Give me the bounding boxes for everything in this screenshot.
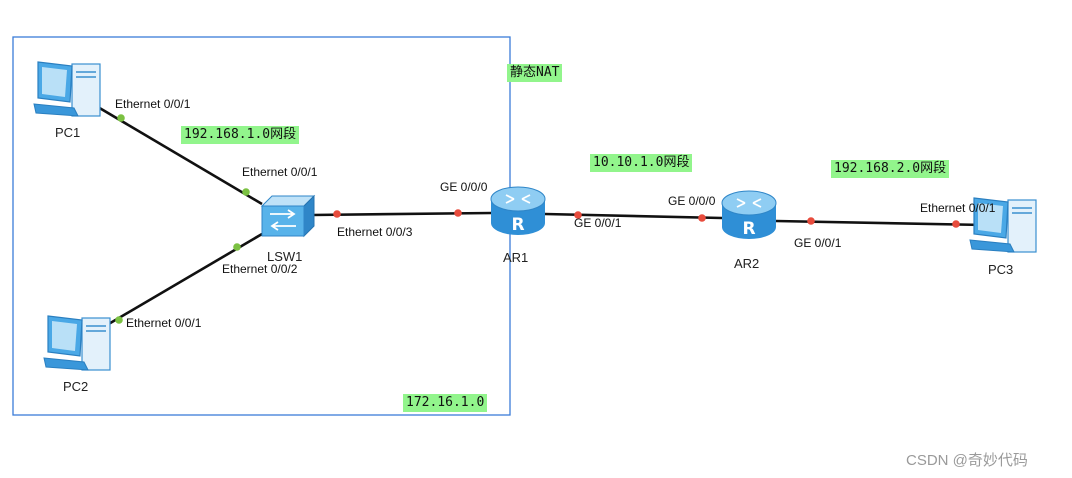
pc2-device[interactable]	[42, 312, 114, 374]
svg-text:R: R	[742, 219, 755, 239]
pc3-label: PC3	[988, 262, 1014, 277]
inside-subnet-tag: 172.16.1.0	[403, 394, 488, 412]
pc1-eth-label: Ethernet 0/0/1	[115, 97, 191, 111]
ar2-ge1-label: GE 0/0/1	[794, 236, 842, 250]
lan1-subnet-tag: 192.168.1.0网段	[181, 126, 300, 144]
pc1-device[interactable]	[32, 58, 104, 120]
port-pc3-eth	[952, 220, 960, 228]
switch-icon	[260, 194, 316, 238]
lsw1-eth3-label: Ethernet 0/0/3	[337, 225, 413, 239]
ar2-ge0-label: GE 0/0/0	[668, 194, 716, 208]
link-pc2-lsw1	[94, 232, 263, 334]
lsw1-device[interactable]	[258, 194, 316, 238]
csdn-watermark: CSDN @奇妙代码	[906, 452, 1028, 469]
pc-icon	[969, 197, 1037, 253]
router-icon: R	[490, 186, 546, 235]
wan-subnet-tag: 10.10.1.0网段	[590, 154, 693, 172]
ar2-label: AR2	[734, 256, 760, 271]
pc3-eth-label: Ethernet 0/0/1	[920, 201, 996, 215]
pc2-label: PC2	[63, 379, 89, 394]
pc3-device[interactable]	[968, 194, 1040, 256]
port-ar1-ge0	[454, 209, 462, 217]
port-pc2-eth	[115, 316, 123, 324]
pc-icon	[43, 315, 111, 371]
port-lsw1-eth2	[233, 243, 241, 251]
svg-text:R: R	[511, 215, 524, 235]
lsw1-eth2-label: Ethernet 0/0/2	[222, 262, 298, 276]
ar1-device[interactable]: R	[488, 185, 548, 239]
port-ar2-ge1	[807, 217, 815, 225]
router-icon: R	[721, 190, 777, 239]
link-lsw1-ar1	[311, 211, 493, 217]
static-nat-tag: 静态NAT	[507, 64, 563, 82]
lsw1-label: LSW1	[267, 249, 303, 264]
pc1-label: PC1	[55, 125, 81, 140]
ar1-ge0-label: GE 0/0/0	[440, 180, 488, 194]
link-ar1-ar2	[544, 212, 723, 220]
link-pc1-lsw1	[85, 98, 263, 206]
lsw1-eth1-label: Ethernet 0/0/1	[242, 165, 318, 179]
port-lsw1-eth3	[333, 210, 341, 218]
port-ar1-ge1	[574, 211, 582, 219]
port-ar2-ge0	[698, 214, 706, 222]
ar2-device[interactable]: R	[719, 189, 779, 243]
port-pc1-eth	[117, 114, 125, 122]
port-lsw1-eth1	[242, 188, 250, 196]
pc2-eth-label: Ethernet 0/0/1	[126, 316, 202, 330]
lan2-subnet-tag: 192.168.2.0网段	[831, 160, 950, 178]
ar1-ge1-label: GE 0/0/1	[574, 216, 622, 230]
ar1-label: AR1	[503, 250, 529, 265]
pc-icon	[33, 61, 101, 117]
